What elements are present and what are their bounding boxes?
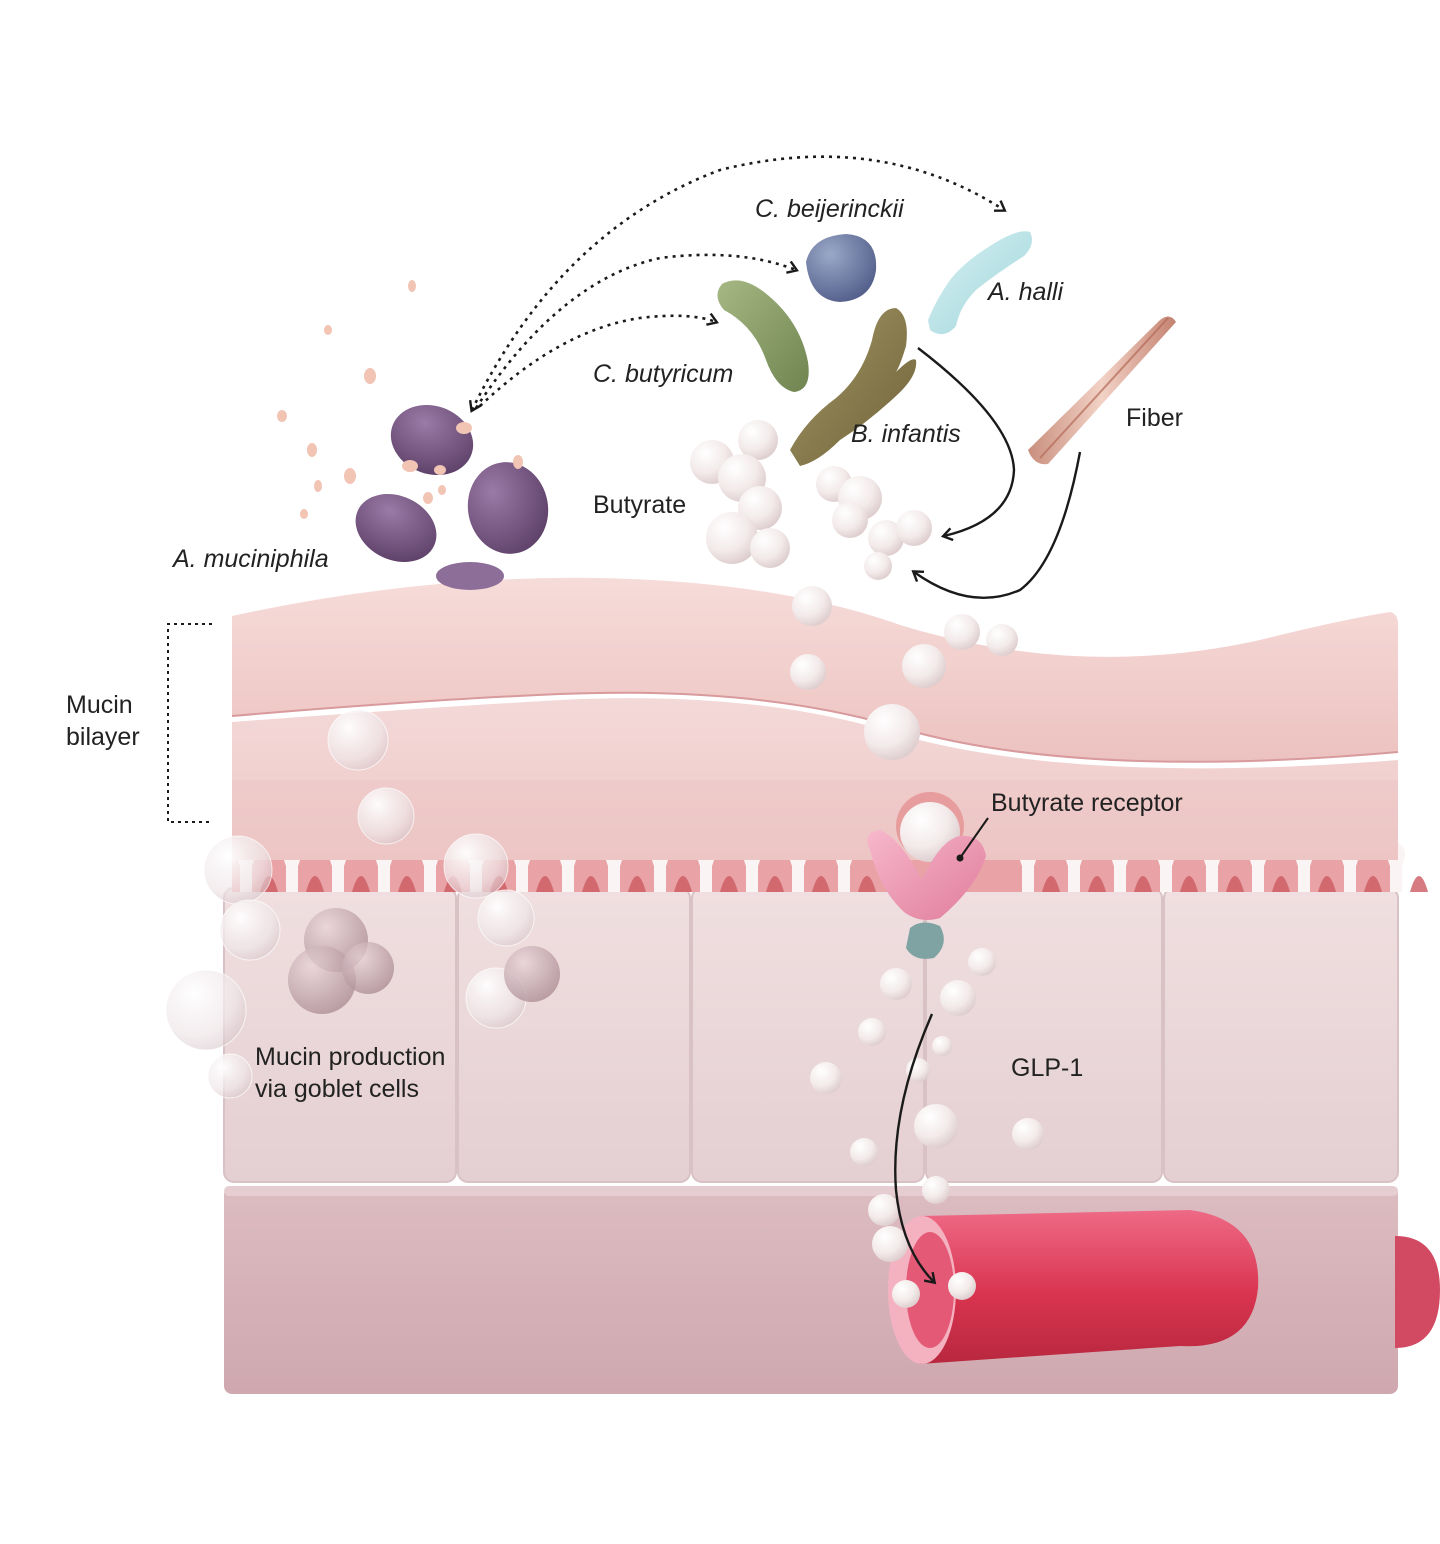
butyrate-bead [932, 1036, 952, 1056]
villus-groove [628, 876, 646, 892]
mucin-droplet [327, 709, 389, 771]
butyrate-bead [706, 512, 758, 564]
receptor-leader-line [959, 817, 989, 859]
villus-groove [1318, 876, 1336, 892]
butyrate-bead [864, 552, 892, 580]
butyrate-bead [858, 1018, 886, 1046]
label-butyrate-receptor: Butyrate receptor [991, 789, 1183, 817]
mucin-droplet-dark [504, 946, 560, 1002]
label-a-halli: A. halli [988, 278, 1064, 306]
villus-groove [1272, 876, 1290, 892]
mucin-fragment [438, 485, 446, 495]
butyrate-bead [944, 614, 980, 650]
butyrate-bead [1012, 1118, 1044, 1150]
label-a-muciniphila: A. muciniphila [173, 545, 329, 573]
mucin-fragment [456, 422, 472, 434]
villus-groove [1042, 876, 1060, 892]
arrow-glp1-vessel [894, 1013, 937, 1285]
mucin-droplet [207, 1053, 253, 1099]
c-beijerinckii-cell [806, 234, 877, 302]
mucin-fragments [277, 280, 523, 519]
mucin-droplet [357, 787, 415, 845]
butyrate-bead [902, 644, 946, 688]
mucin-fragment [408, 280, 416, 292]
mucin-droplet [477, 889, 535, 947]
label-c-butyricum: C. butyricum [593, 360, 734, 388]
arrow-muciniphila-halli [468, 155, 1007, 413]
butyrate-bead [922, 1176, 950, 1204]
villus-groove [674, 876, 692, 892]
fiber-strand [1028, 316, 1176, 465]
butyrate-bead [880, 968, 912, 1000]
villus-groove [1088, 876, 1106, 892]
mucin-droplet-dark [342, 942, 394, 994]
mucin-fragment [314, 480, 322, 492]
mucin-droplet [165, 969, 247, 1051]
villus-groove [1180, 876, 1198, 892]
mucin-fragment [300, 509, 308, 519]
butyrate-bead [790, 654, 826, 690]
villus-groove [766, 876, 784, 892]
relation-arrows [468, 155, 1082, 1285]
butyrate-bead [892, 1280, 920, 1308]
butyrate-bead [948, 1272, 976, 1300]
mucin-droplet-dark [288, 946, 356, 1014]
butyrate-bead [868, 520, 904, 556]
mucin-droplets [165, 709, 560, 1099]
villus-groove [1226, 876, 1244, 892]
butyrate-bead [968, 948, 996, 976]
butyrate-bead [810, 1062, 842, 1094]
butyrate-bead [792, 586, 832, 626]
arrow-fiber-butyrate [911, 451, 1082, 600]
mucin-fragment [277, 410, 287, 422]
mucin-fragment [324, 325, 332, 335]
villus-groove [536, 876, 554, 892]
villus-groove [858, 876, 876, 892]
mucin-droplet [443, 833, 509, 899]
mucin-bilayer-bracket [167, 623, 212, 823]
a-muciniphila-cells [355, 404, 549, 590]
epithelial-cells [223, 887, 1399, 1183]
villus-groove [306, 876, 324, 892]
label-mucin-bilayer: Mucin bilayer [66, 691, 140, 751]
mucin-fragment [344, 468, 356, 484]
label-c-beijerinckii: C. beijerinckii [755, 195, 904, 223]
butyrate-bead [868, 1194, 900, 1226]
mucin-fragment [434, 465, 446, 475]
butyrate-receptor [867, 792, 986, 959]
label-b-infantis: B. infantis [851, 420, 961, 448]
butyrate-bead [832, 502, 868, 538]
villus-groove [352, 876, 370, 892]
butyrate-bead [986, 624, 1018, 656]
butyrate-bead [940, 980, 976, 1016]
arrow-infantis-butyrate [917, 347, 1016, 542]
mucin-fragment [364, 368, 376, 384]
villus-groove [398, 876, 416, 892]
mucin-fragment [307, 443, 317, 457]
label-glp1: GLP-1 [1011, 1054, 1084, 1082]
mucin-bilayer-lower [232, 698, 1398, 860]
label-fiber: Fiber [1126, 404, 1183, 432]
butyrate-bead [914, 1104, 958, 1148]
butyrate-bead [738, 420, 778, 460]
villus-groove [1134, 876, 1152, 892]
mucin-fragment [513, 455, 523, 469]
butyrate-bead [864, 704, 920, 760]
mucin-droplet [219, 899, 281, 961]
butyrate-bead [750, 528, 790, 568]
mucin-droplet [203, 835, 273, 905]
villus-groove [1410, 876, 1428, 892]
villus-groove [582, 876, 600, 892]
villus-groove [1364, 876, 1382, 892]
mucin-fragment [423, 492, 433, 504]
label-mucin-production: Mucin production via goblet cells [255, 1043, 446, 1103]
villus-groove [812, 876, 830, 892]
label-butyrate: Butyrate [593, 491, 687, 519]
mucin-fragment [402, 460, 418, 472]
butyrate-bead [872, 1226, 908, 1262]
butyrate-bead [896, 510, 932, 546]
butyrate-bead [850, 1138, 878, 1166]
villus-groove [720, 876, 738, 892]
